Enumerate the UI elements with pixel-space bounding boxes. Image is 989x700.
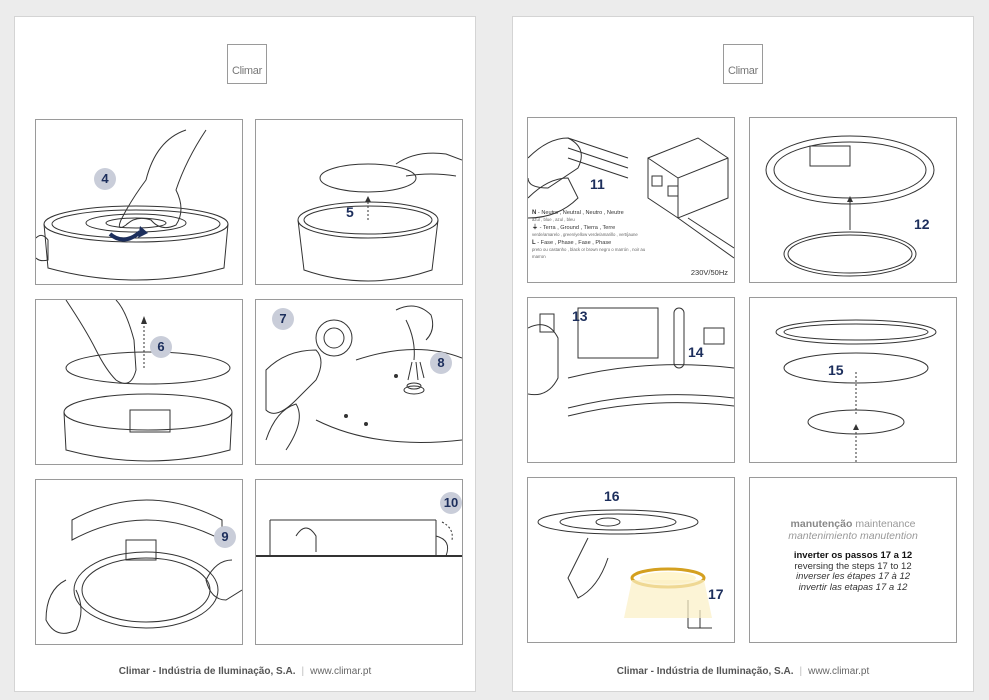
climar-logo: Climar xyxy=(227,44,267,84)
step-number-15: 15 xyxy=(828,362,844,378)
step-number-7: 7 xyxy=(272,308,294,330)
footer-separator: | xyxy=(301,666,305,677)
step-7-8-illustration xyxy=(265,305,462,451)
manual-page-left: Climar 4 xyxy=(14,16,476,692)
maintenance-instructions: inverter os passos 17 a 12 reversing the… xyxy=(793,550,913,593)
footer: Climar - Indústria de Iluminação, S.A. | w… xyxy=(513,666,973,677)
step-number-5: 5 xyxy=(346,204,354,220)
step-12-illustration xyxy=(765,135,935,277)
step-11-illustration xyxy=(528,137,734,259)
step-7-8-panel: 7 8 xyxy=(255,299,463,465)
step-5-illustration xyxy=(297,152,462,282)
step-10-illustration xyxy=(256,519,462,557)
step-11-panel: 11 N - Neutro , Neutral , Neutro , Neutr… xyxy=(527,117,735,283)
step-16-17-illustration xyxy=(537,509,712,629)
step-6-illustration xyxy=(63,300,233,462)
step-number-17: 17 xyxy=(708,586,724,602)
step-6-panel: 6 xyxy=(35,299,243,465)
step-number-10: 10 xyxy=(440,492,462,514)
step-number-13: 13 xyxy=(572,308,588,324)
climar-logo: Climar xyxy=(723,44,763,84)
maintenance-title: manutenção maintenance mantenimiento man… xyxy=(788,518,918,542)
step-number-4: 4 xyxy=(94,168,116,190)
step-number-11: 11 xyxy=(590,176,605,192)
footer-separator: | xyxy=(799,666,803,677)
step-15-illustration xyxy=(775,319,937,462)
manual-page-right: Climar 11 N - Neutro , Neutral , Neutro … xyxy=(512,16,974,692)
step-13-14-illustration xyxy=(528,307,734,417)
step-9-panel: 9 xyxy=(35,479,243,645)
step-number-6: 6 xyxy=(150,336,172,358)
maintenance-panel: manutenção maintenance mantenimiento man… xyxy=(749,477,957,643)
step-16-17-panel: 16 17 xyxy=(527,477,735,643)
footer-website[interactable]: www.climar.pt xyxy=(808,666,870,677)
step-4-illustration xyxy=(36,129,229,281)
step-15-panel: 15 xyxy=(749,297,957,463)
footer-company: Climar - Indústria de Iluminação, S.A. xyxy=(616,666,794,677)
step-9-illustration xyxy=(45,499,242,634)
footer: Climar - Indústria de Iluminação, S.A. | w… xyxy=(15,666,475,677)
step-number-14: 14 xyxy=(688,344,704,360)
step-number-12: 12 xyxy=(914,216,930,232)
step-number-9: 9 xyxy=(214,526,236,548)
footer-website[interactable]: www.climar.pt xyxy=(310,666,372,677)
step-12-panel: 12 xyxy=(749,117,957,283)
step-number-8: 8 xyxy=(430,352,452,374)
step-10-panel: 10 xyxy=(255,479,463,645)
step-4-panel: 4 xyxy=(35,119,243,285)
step-number-16: 16 xyxy=(604,488,620,504)
step-13-14-panel: 13 14 xyxy=(527,297,735,463)
step-5-panel: 5 xyxy=(255,119,463,285)
footer-company: Climar - Indústria de Iluminação, S.A. xyxy=(118,666,296,677)
voltage-label: 230V/50Hz xyxy=(690,268,728,277)
